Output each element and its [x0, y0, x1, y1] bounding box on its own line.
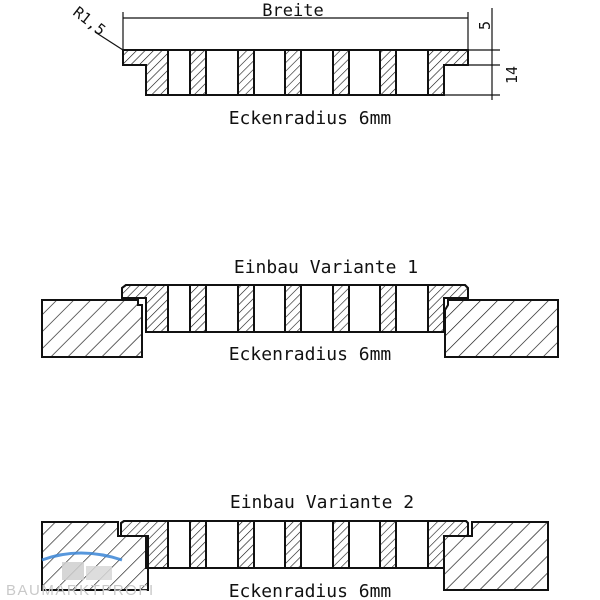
profile-variant1-rib	[379, 284, 397, 333]
profile-top-right-block	[427, 49, 469, 96]
profile-top-rib	[332, 49, 350, 96]
caption-variant1: Eckenradius 6mm	[229, 344, 392, 365]
width-label: Breite	[262, 1, 323, 21]
profile-variant1-rib	[237, 284, 255, 333]
profile-variant1-left-block	[121, 284, 169, 333]
profile-variant1-right-block	[427, 284, 469, 333]
width-dimension	[122, 12, 469, 50]
height-dimensions	[444, 8, 500, 100]
radius-label: R1,5	[70, 3, 110, 39]
watermark-logo-swoosh	[41, 551, 123, 562]
variant2-title: Einbau Variante 2	[230, 492, 414, 513]
profile-top-rib	[237, 49, 255, 96]
variant1-floor-right	[444, 299, 559, 358]
profile-variant2-right-block	[427, 520, 469, 569]
radius-leader	[94, 31, 124, 51]
dimension-14-label: 14	[503, 66, 521, 84]
variant1-title: Einbau Variante 1	[234, 257, 418, 278]
profile-variant1	[121, 284, 469, 333]
profile-variant1-rib	[189, 284, 207, 333]
profile-variant2-rib	[379, 520, 397, 569]
profile-variant2-rib	[284, 520, 302, 569]
profile-variant2-rib	[332, 520, 350, 569]
profile-variant2-rib	[237, 520, 255, 569]
profile-variant2-left-block	[120, 520, 169, 569]
watermark-logo	[41, 551, 123, 580]
profile-variant2-rib	[189, 520, 207, 569]
caption-top: Eckenradius 6mm	[229, 108, 392, 129]
variant1-floor-left	[41, 299, 143, 358]
profile-top-rib	[379, 49, 397, 96]
profile-variant1-rib	[284, 284, 302, 333]
watermark-logo-block	[62, 562, 84, 580]
profile-top-left-block	[122, 49, 169, 96]
profile-top-rib	[189, 49, 207, 96]
variant2-floor-right	[443, 521, 549, 591]
profile-top	[122, 49, 469, 96]
dimension-5-label: 5	[476, 21, 494, 30]
profile-variant2	[120, 520, 469, 569]
watermark-text: BAUMARKTPROFI	[6, 582, 155, 599]
variant1-floor	[41, 299, 559, 358]
watermark-logo-block	[86, 566, 112, 580]
caption-variant2: Eckenradius 6mm	[229, 581, 392, 600]
profile-top-rib	[284, 49, 302, 96]
profile-variant1-rib	[332, 284, 350, 333]
